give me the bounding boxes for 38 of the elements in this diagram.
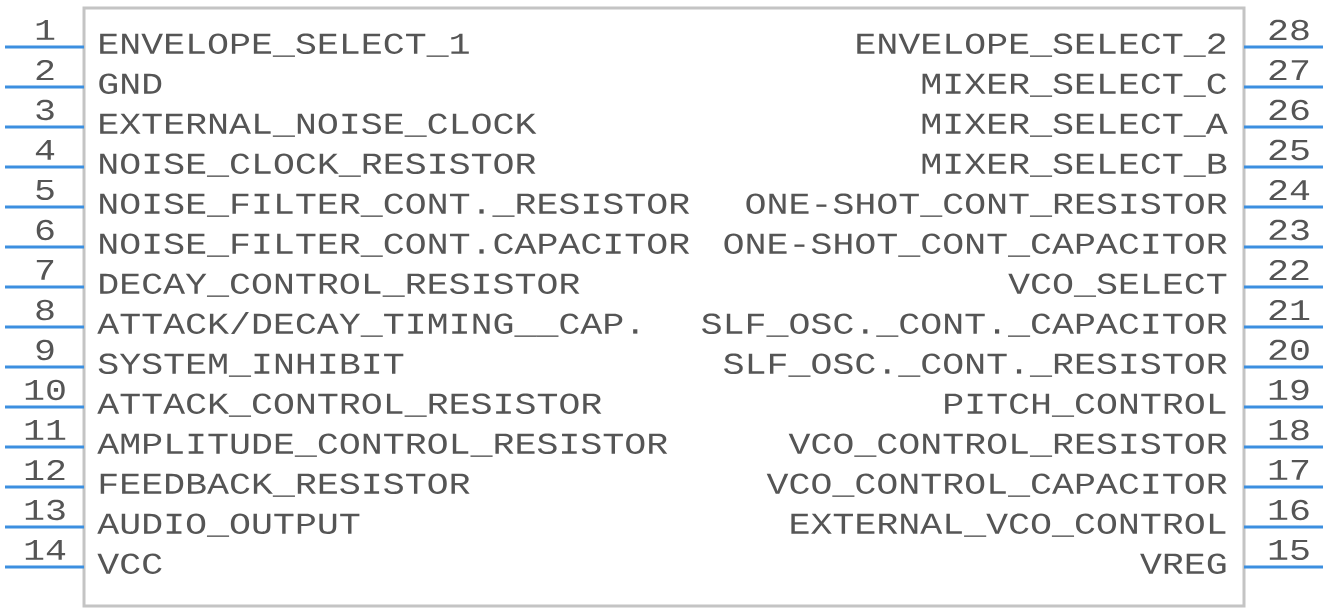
pin-name: DECAY_CONTROL_RESISTOR <box>100 273 580 297</box>
pin-number: 8 <box>36 299 54 321</box>
pin-name: AMPLITUDE_CONTROL_RESISTOR <box>97 433 668 457</box>
pin-number: 2 <box>36 59 54 80</box>
pin-name: SYSTEM_INHIBIT <box>98 353 404 377</box>
pin-name: VCC <box>97 553 162 574</box>
pin-name: ATTACK_CONTROL_RESISTOR <box>97 393 602 417</box>
pin-name: VCO_CONTROL_CAPACITOR <box>766 473 1227 497</box>
pin-name: SLF_OSC._CONT._CAPACITOR <box>702 313 1227 337</box>
pin-name: ENVELOPE_SELECT_2 <box>857 33 1226 57</box>
pin-name: VCO_SELECT <box>1008 273 1227 297</box>
pin-number: 9 <box>36 339 54 361</box>
pin-name: AUDIO_OUTPUT <box>97 513 360 537</box>
pin-name: ATTACK/DECAY_TIMING__CAP. <box>97 311 638 337</box>
chip-body <box>82 6 1246 608</box>
pin-number: 4 <box>35 140 55 160</box>
pin-name: MIXER_SELECT_A <box>922 113 1228 137</box>
pin-name: MIXER_SELECT_C <box>922 73 1227 97</box>
pin-number: 6 <box>36 219 54 241</box>
pin-name: GND <box>99 73 162 94</box>
pin-name: VREG <box>1140 553 1226 574</box>
pin-name: SLF_OSC._CONT._RESISTOR <box>724 353 1227 377</box>
pin-number: 7 <box>36 260 54 280</box>
pin-name: NOISE_CLOCK_RESISTOR <box>100 153 536 177</box>
pin-name: ENVELOPE_SELECT_1 <box>100 33 469 57</box>
pin-number: 5 <box>36 179 54 200</box>
pin-name: EXTERNAL_VCO_CONTROL <box>791 513 1226 537</box>
pin-number: 3 <box>36 99 54 121</box>
pin-name: FEEDBACK_RESISTOR <box>100 473 470 497</box>
pin-name: ONE-SHOT_CONT_RESISTOR <box>746 193 1227 217</box>
pin-name: VCO_CONTROL_RESISTOR <box>788 433 1227 457</box>
pin-name: NOISE_FILTER_CONT._RESISTOR <box>100 193 690 217</box>
pin-number: 1 <box>36 20 55 40</box>
pin-name: EXTERNAL_NOISE_CLOCK <box>100 113 537 137</box>
pin-name: ONE-SHOT_CONT_CAPACITOR <box>724 233 1227 257</box>
pin-name: MIXER_SELECT_B <box>922 153 1227 177</box>
pin-name: NOISE_FILTER_CONT.CAPACITOR <box>100 233 690 257</box>
pin-name: PITCH_CONTROL <box>945 393 1226 417</box>
